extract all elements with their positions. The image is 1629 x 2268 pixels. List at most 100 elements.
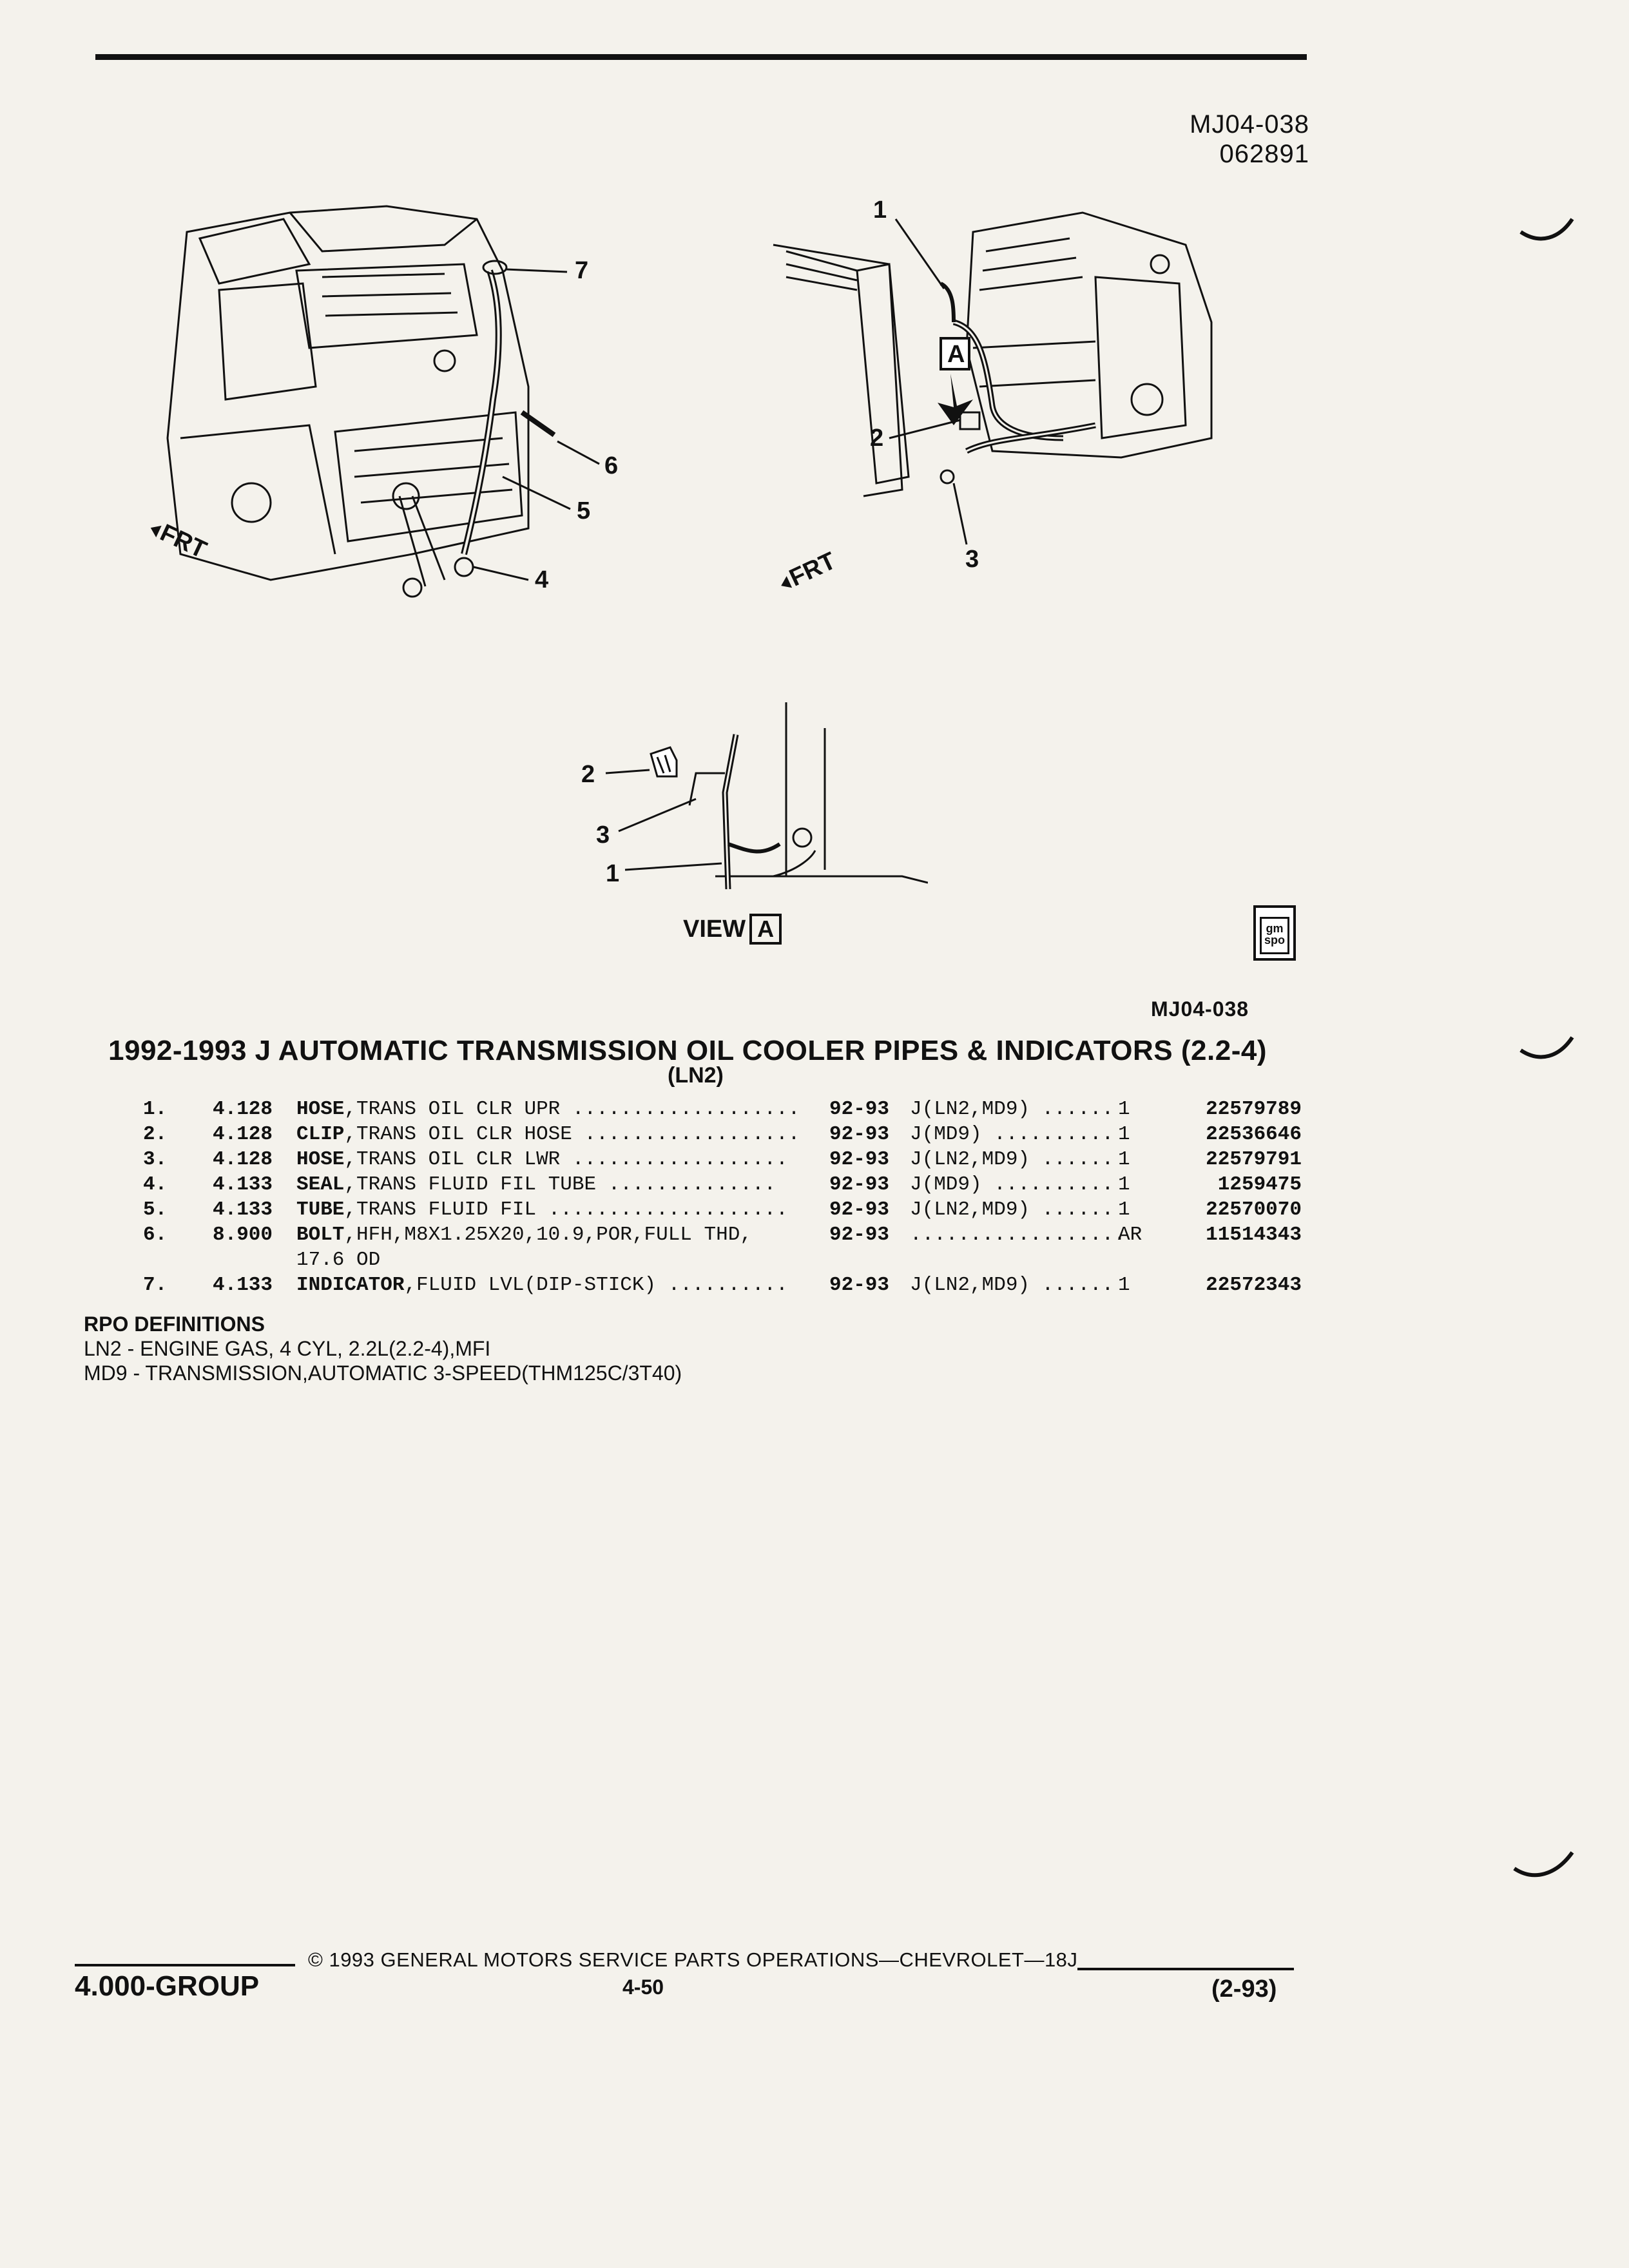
quantity: 1 [1118,1148,1130,1171]
gm-spo-logo-text: gm spo [1260,917,1289,954]
group-number: 8.900 [213,1224,273,1246]
footer-rule-right [1077,1968,1294,1970]
model-years: 92-93 [829,1274,890,1296]
footer-group: 4.000-GROUP [75,1970,260,2002]
part-description: BOLT,HFH,M8X1.25X20,10.9,POR,FULL THD,17… [296,1224,752,1271]
model-years: 92-93 [829,1173,890,1196]
binder-mark-icon [1519,1036,1574,1059]
quantity: 1 [1118,1198,1130,1221]
parts-row: 5. 4.133 TUBE,TRANS FLUID FIL ..........… [103,1197,1315,1222]
page-subtitle: (LN2) [668,1063,724,1088]
callout-5: 5 [577,497,590,524]
part-description: SEAL,TRANS FLUID FIL TUBE .............. [296,1173,776,1196]
view-callout-1: 1 [606,860,619,887]
view-a-marker: A [938,337,973,425]
quantity: AR [1118,1224,1142,1246]
frt-label-cooler: FRT [786,547,840,591]
group-number: 4.128 [213,1148,273,1171]
footer-date: (2-93) [1211,1975,1277,2003]
engine-illustration: 7 6 5 4 FRT [150,205,618,598]
part-number: 22579789 [1206,1098,1302,1120]
parts-row: 7. 4.133 INDICATOR,FLUID LVL(DIP-STICK) … [103,1273,1315,1298]
header-codes: MJ04-038 062891 [1190,110,1309,169]
callout-1: 1 [873,197,887,224]
quantity: 1 [1118,1098,1130,1120]
binder-mark-icon [1513,1851,1574,1878]
top-rule [95,54,1307,60]
part-number: 11514343 [1206,1224,1302,1246]
parts-row: 1. 4.128 HOSE,TRANS OIL CLR UPR ........… [103,1097,1315,1122]
footer-page-number: 4-50 [622,1975,664,1999]
callout-3: 3 [965,546,979,573]
rpo-item: MD9 - TRANSMISSION,AUTOMATIC 3-SPEED(THM… [84,1361,682,1385]
callout-6: 6 [604,452,618,479]
part-description: HOSE,TRANS OIL CLR LWR .................… [296,1148,788,1171]
callout-2: 2 [870,425,883,452]
application: .................. [910,1224,1126,1246]
part-number: 22536646 [1206,1123,1302,1146]
model-years: 92-93 [829,1123,890,1146]
svg-text:A: A [947,341,965,368]
part-number: 22570070 [1206,1198,1302,1221]
quantity: 1 [1118,1173,1130,1196]
view-a-diagram: 2 3 1 [567,696,928,902]
quantity: 1 [1118,1123,1130,1146]
part-number: 22572343 [1206,1274,1302,1296]
parts-row: 2. 4.128 CLIP,TRANS OIL CLR HOSE .......… [103,1122,1315,1147]
parts-row: 6. 8.900 BOLT,HFH,M8X1.25X20,10.9,POR,FU… [103,1222,1315,1273]
parts-row: 3. 4.128 HOSE,TRANS OIL CLR LWR ........… [103,1147,1315,1172]
gm-spo-logo: gm spo [1253,905,1296,961]
parts-row: 4. 4.133 SEAL,TRANS FLUID FIL TUBE .....… [103,1172,1315,1197]
view-box: A [749,914,782,945]
frt-arrow-icon [150,525,162,538]
part-description: CLIP,TRANS OIL CLR HOSE ................… [296,1123,800,1146]
engine-diagram: 7 6 5 4 FRT [142,193,631,644]
item-number: 5. [143,1198,168,1221]
cooler-illustration: A 1 2 3 FRT [773,197,1213,592]
group-number: 4.133 [213,1274,273,1296]
part-number: 1259475 [1217,1173,1302,1196]
callout-4: 4 [535,566,548,593]
item-number: 7. [143,1274,168,1296]
application: J(LN2,MD9) ...... [910,1098,1114,1120]
part-description: TUBE,TRANS FLUID FIL ...................… [296,1198,788,1221]
frt-arrow-icon [781,576,793,588]
model-years: 92-93 [829,1098,890,1120]
model-years: 92-93 [829,1224,890,1246]
part-number: 22579791 [1206,1148,1302,1171]
frt-label-engine: FRT [156,519,211,564]
group-number: 4.128 [213,1123,273,1146]
application: J(LN2,MD9) ...... [910,1148,1114,1171]
item-number: 1. [143,1098,168,1120]
view-a-illustration: 2 3 1 [581,702,928,890]
illustration-code: MJ04-038 [1190,110,1309,139]
item-number: 4. [143,1173,168,1196]
view-label: VIEW [683,916,746,943]
date-code: 062891 [1219,140,1309,168]
illustration-code-bottom: MJ04-038 [1151,997,1249,1021]
view-callout-2: 2 [581,761,595,788]
page-title: 1992-1993 J AUTOMATIC TRANSMISSION OIL C… [108,1035,1267,1066]
cooler-diagram: A 1 2 3 FRT [760,193,1250,606]
callout-7: 7 [575,257,588,284]
footer-copyright: © 1993 GENERAL MOTORS SERVICE PARTS OPER… [308,1948,1078,1971]
rpo-heading: RPO DEFINITIONS [84,1312,265,1336]
model-years: 92-93 [829,1198,890,1221]
footer-rule-left [75,1964,295,1966]
part-description: INDICATOR,FLUID LVL(DIP-STICK) .........… [296,1274,788,1296]
group-number: 4.133 [213,1198,273,1221]
item-number: 3. [143,1148,168,1171]
application: J(LN2,MD9) ...... [910,1198,1114,1221]
group-number: 4.133 [213,1173,273,1196]
item-number: 2. [143,1123,168,1146]
application: J(LN2,MD9) ...... [910,1274,1114,1296]
item-number: 6. [143,1224,168,1246]
model-years: 92-93 [829,1148,890,1171]
binder-mark-icon [1519,218,1574,241]
group-number: 4.128 [213,1098,273,1120]
view-callout-3: 3 [596,822,610,849]
application: J(MD9) .......... [910,1173,1114,1196]
application: J(MD9) .......... [910,1123,1114,1146]
parts-list: 1. 4.128 HOSE,TRANS OIL CLR UPR ........… [103,1097,1315,1298]
